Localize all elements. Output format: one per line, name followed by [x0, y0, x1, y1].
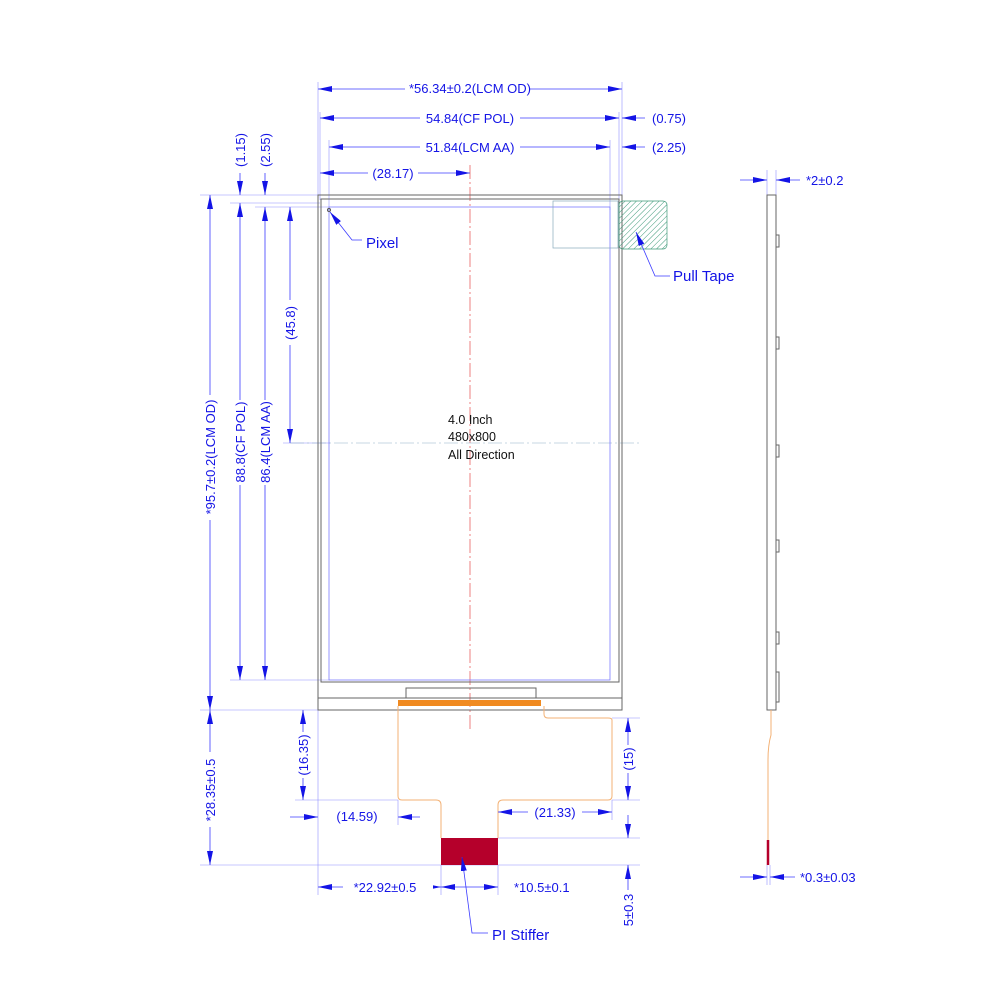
lcm-outline [317, 194, 623, 711]
panel-size-label: 4.0 Inch [448, 413, 493, 427]
dim-stiffer-length: 5±0.3 [621, 894, 636, 926]
driver-ic [405, 687, 537, 699]
resolution-label: 480x800 [448, 430, 496, 444]
dim-top-aa-offset: (2.55) [258, 133, 273, 167]
dim-fpc-left-drop: (16.35) [296, 734, 311, 775]
dim-fpc-thickness: *0.3±0.03 [800, 870, 856, 885]
pixel-callout: Pixel [366, 235, 399, 252]
dim-stiffer-offset: *22.92±0.5 [354, 880, 417, 895]
pull-tape-outline [552, 200, 619, 249]
dim-lcm-od-height: *95.7±0.2(LCM OD) [203, 400, 218, 515]
dim-fpc-right-drop: (15) [621, 747, 636, 770]
dim-fpc-left-offset: (14.59) [336, 809, 377, 824]
dim-stiffer-width: *10.5±0.1 [514, 880, 570, 895]
extension-lines [200, 82, 777, 895]
dim-fpc-right-width: (21.33) [534, 805, 575, 820]
dim-aa-center-y: (45.8) [283, 306, 298, 340]
pull-tape-callout: Pull Tape [673, 268, 734, 285]
dim-lcm-aa-width: 51.84(LCM AA) [426, 140, 515, 155]
pi-stiffer-callout: PI Stiffer [492, 927, 549, 944]
side-view: *2±0.2 *0.3±0.03 [740, 173, 856, 885]
dim-thickness: *2±0.2 [806, 173, 844, 188]
dim-cf-pol-width: 54.84(CF POL) [426, 111, 514, 126]
horizontal-dimensions: *56.34±0.2(LCM OD) 54.84(CF POL) (0.75) … [290, 80, 686, 895]
dim-aa-center-x: (28.17) [372, 166, 413, 181]
pull-tape [618, 200, 668, 250]
active-area [328, 206, 611, 681]
fpc-outline [397, 706, 613, 838]
dim-cf-pol-height: 88.8(CF POL) [233, 402, 248, 483]
dim-lcm-aa-height: 86.4(LCM AA) [258, 401, 273, 483]
dim-right-aa-offset: (2.25) [652, 140, 686, 155]
callouts: Pixel Pull Tape PI Stiffer [329, 211, 734, 944]
pi-stiffer [441, 838, 498, 865]
dim-fpc-total-length: *28.35±0.5 [203, 759, 218, 822]
vertical-dimensions: *95.7±0.2(LCM OD) 88.8(CF POL) (1.15) 86… [202, 133, 636, 926]
lcm-panel [317, 194, 668, 711]
cf-pol-outline [320, 198, 620, 683]
dim-top-pol-offset: (1.15) [233, 133, 248, 167]
fpc-contacts [398, 700, 541, 706]
pixel-origin [327, 208, 331, 212]
dim-right-pol-offset: (0.75) [652, 111, 686, 126]
viewing-direction-label: All Direction [448, 448, 515, 462]
dim-lcm-od-width: *56.34±0.2(LCM OD) [409, 81, 531, 96]
